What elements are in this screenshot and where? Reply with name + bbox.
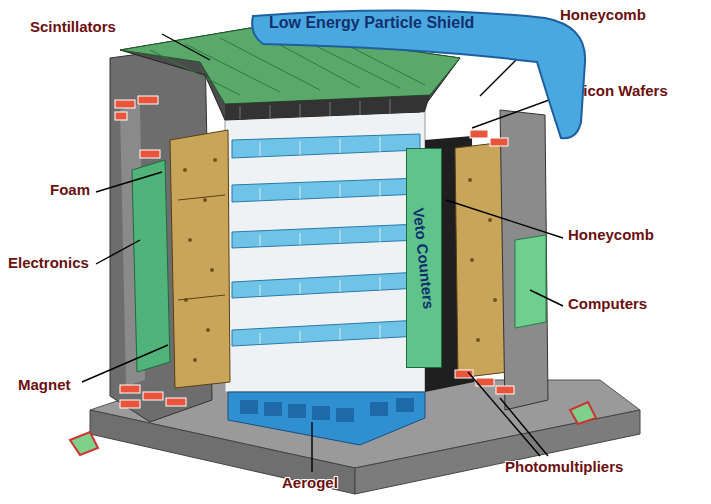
part-label: Aerogel — [282, 474, 338, 491]
part-label: Electronics — [8, 254, 89, 271]
part-label: Foam — [50, 181, 90, 198]
veto-counter-band: Veto Counters — [406, 148, 442, 368]
veto-label: Veto Counters — [410, 207, 438, 310]
part-label: Photomultipliers — [505, 458, 623, 475]
shield-label: Low Energy Particle Shield — [269, 14, 474, 32]
part-label: Scintillators — [30, 18, 116, 35]
part-label: Magnet — [18, 376, 71, 393]
particle-shield: Low Energy Particle Shield — [245, 4, 590, 144]
part-label: Honeycomb — [568, 226, 654, 243]
part-label: Computers — [568, 295, 647, 312]
part-label: Honeycomb — [560, 6, 646, 23]
